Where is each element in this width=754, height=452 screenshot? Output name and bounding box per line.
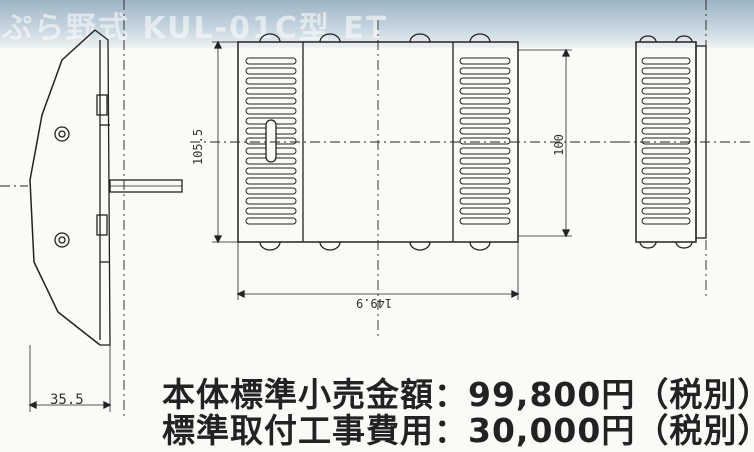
outer-height-dimension-label: 105.5 (191, 128, 206, 166)
side-view (0, 0, 183, 416)
banner-title: ぷら野式 KUL-01C型 ET (2, 11, 389, 46)
width-dimension-label: 149.9 (356, 296, 393, 310)
header-banner: ぷら野式 KUL-01C型 ET (0, 0, 754, 48)
technical-drawing (0, 0, 754, 416)
depth-dimension-label: 35.5 (50, 392, 84, 408)
inner-height-dimension-label: 100 (551, 134, 566, 156)
end-view (620, 0, 754, 300)
front-view (190, 20, 620, 340)
retail-price-text: 本体標準小売金額：99,800円（税別） (162, 375, 754, 414)
installation-cost-text: 標準取付工事費用：30,000円（税別） (162, 411, 754, 450)
